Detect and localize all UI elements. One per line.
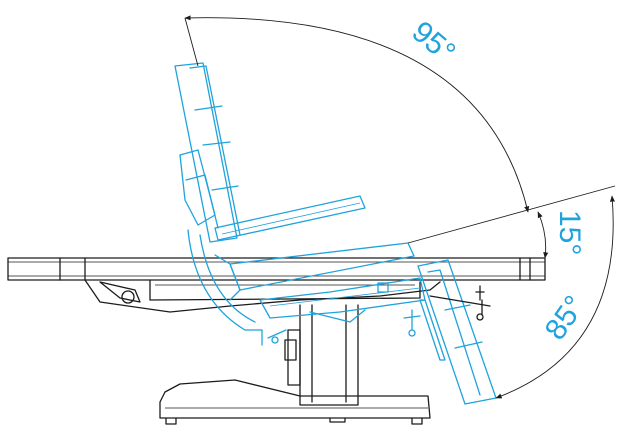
angle-label-legrest: 85° xyxy=(539,290,592,346)
angle-label-seat: 15° xyxy=(553,210,586,255)
mechanism-details xyxy=(284,285,491,361)
dimension-lines xyxy=(184,15,616,399)
angle-label-backrest: 95° xyxy=(406,15,462,69)
adjusted-chair-outline xyxy=(174,62,497,405)
